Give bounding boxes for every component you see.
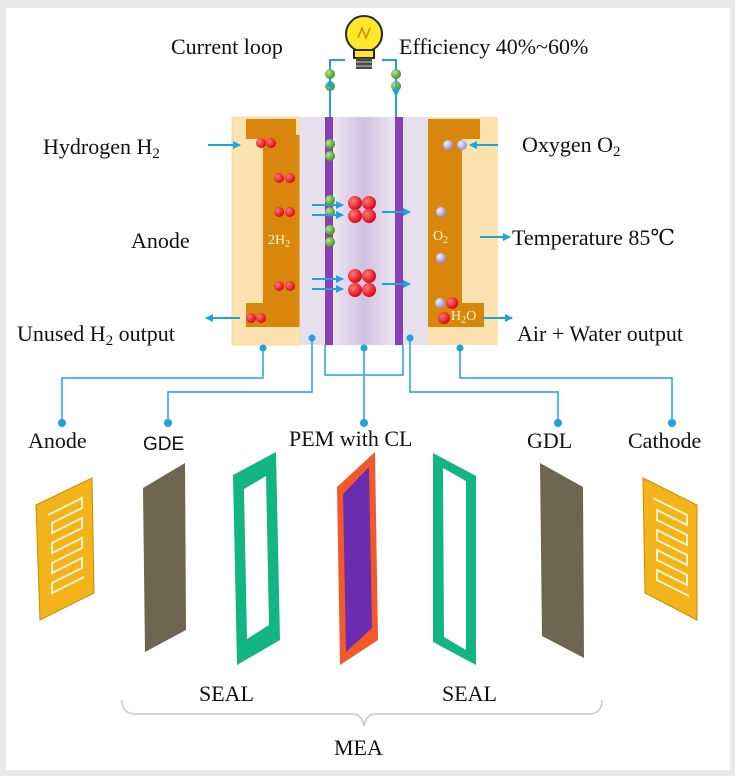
water-molecule <box>438 297 458 324</box>
efficiency-label: Efficiency 40%~60% <box>399 34 589 59</box>
pem-core <box>333 117 395 345</box>
flow-arrows <box>205 141 513 322</box>
hydrogen-molecules <box>246 138 295 323</box>
seal-left-label: SEAL <box>199 681 254 706</box>
gdl-part <box>540 463 584 658</box>
gdl-label: GDL <box>527 428 573 453</box>
oxygen-molecules <box>435 140 467 308</box>
inner-2h2-label: 2H2 <box>268 233 291 250</box>
electron-up-arrows <box>326 79 400 97</box>
hydrogen-label: Hydrogen H2 <box>43 134 160 162</box>
cathode-plate-part <box>642 477 698 621</box>
unused-h2-label: Unused H2 output <box>17 321 175 349</box>
leader-lines <box>61 338 673 420</box>
mea-brace <box>121 699 603 727</box>
anode-plate-part <box>35 477 95 621</box>
cathode-catalyst-layer <box>395 117 403 345</box>
temperature-label: Temperature 85℃ <box>512 225 675 250</box>
inner-o2-label: O2 <box>433 229 449 246</box>
seal-left-part <box>233 452 280 665</box>
cathode-part-label: Cathode <box>628 428 702 453</box>
anode-side-label: Anode <box>131 228 190 253</box>
seal-right-part <box>433 453 476 665</box>
anode-part-label: Anode <box>28 428 87 453</box>
inner-h2o-label: H2O <box>451 309 477 326</box>
gde-label: GDE <box>143 434 185 455</box>
light-bulb-icon <box>345 15 383 69</box>
pem-part <box>337 452 378 665</box>
current-loop-wires <box>329 59 397 117</box>
oxygen-label: Oxygen O2 <box>522 132 621 160</box>
pem-label: PEM with CL <box>289 426 413 451</box>
air-water-label: Air + Water output <box>517 321 684 346</box>
mea-label: MEA <box>334 735 383 760</box>
cathode-flow-plate <box>428 117 498 345</box>
leader-dots <box>58 334 676 427</box>
gde-part <box>143 463 186 652</box>
proton-clusters <box>348 196 376 297</box>
current-loop-label: Current loop <box>171 34 283 59</box>
seal-right-label: SEAL <box>442 681 497 706</box>
anode-flow-plate <box>231 116 301 346</box>
